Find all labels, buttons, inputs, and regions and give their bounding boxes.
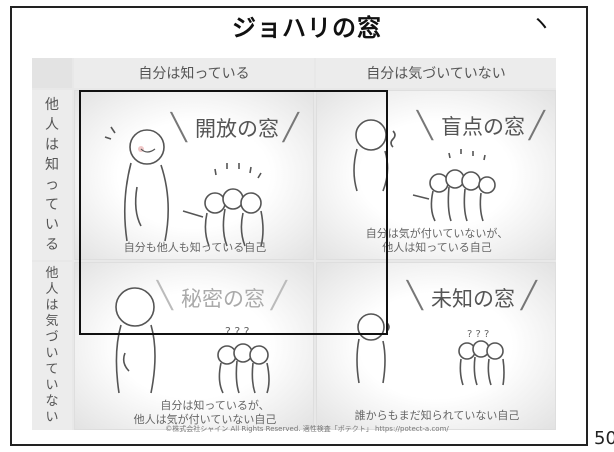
slash-left: ╲: [417, 111, 433, 141]
unknown-window-illustration: ? ? ?: [356, 313, 505, 386]
caption-hidden-line2: 他人は気が付いていない自己: [133, 413, 277, 426]
cell-title-open: 開放の窓: [195, 117, 279, 141]
caption-blind-line1: 自分は気が付いていないが、: [365, 227, 509, 240]
slash-right: ╱: [529, 111, 545, 141]
svg-text:? ? ?: ? ? ?: [467, 329, 489, 340]
row-header-known-to-others: 他人 は知 って いる: [32, 90, 72, 260]
slash-left: ╲: [171, 113, 187, 143]
slash-left: ╲: [407, 281, 423, 311]
title-mark: ヽ: [530, 12, 553, 37]
slash-left: ╲: [157, 281, 173, 311]
grid-corner: [32, 58, 72, 88]
cell-title-unknown: 未知の窓: [431, 287, 515, 311]
open-window-illustration: [104, 126, 264, 247]
caption-blind-line2: 他人は知っている自己: [382, 241, 492, 254]
blind-window-illustration: [353, 119, 496, 222]
cell-unknown-window: ╲ 未知の窓 ╱ ? ? ? 誰からもまだ知られていない自己: [316, 262, 556, 430]
slide-title: ジョハリの窓: [232, 14, 382, 42]
slash-right: ╱: [521, 281, 537, 311]
cell-open-window: ╲ 開放の窓 ╱ 自分も他人も知っている自己: [74, 90, 314, 260]
row-header-unknown-to-others: 他人 は気 づい てい ない: [32, 262, 72, 430]
cell-title-hidden: 秘密の窓: [181, 287, 265, 311]
caption-hidden-line1: 自分は知っているが、: [160, 399, 270, 412]
page-number: 50: [594, 428, 614, 449]
cell-blind-window: ╲ 盲点の窓 ╱ 自分は気が付いていないが、 他人は知っている自己: [316, 90, 556, 260]
slash-right: ╱: [283, 113, 299, 143]
hidden-window-illustration: ? ? ?: [115, 287, 270, 394]
caption-open: 自分も他人も知っている自己: [123, 241, 267, 254]
selection-rectangle[interactable]: [79, 90, 388, 335]
slash-right: ╱: [271, 281, 287, 311]
copyright-notice: ©株式会社シャイン All Rights Reserved. 適性検査「ポテクト…: [165, 425, 449, 433]
column-header-unknown-to-self: 自分は気づいていない: [316, 58, 556, 88]
cell-hidden-window: ╲ 秘密の窓 ╱ ? ? ? 自分は知っているが、 他人は気が付いていない自己: [74, 262, 314, 430]
caption-unknown: 誰からもまだ知られていない自己: [354, 409, 520, 422]
cell-title-blind: 盲点の窓: [441, 115, 525, 139]
column-header-known-to-self: 自分は知っている: [74, 58, 314, 88]
